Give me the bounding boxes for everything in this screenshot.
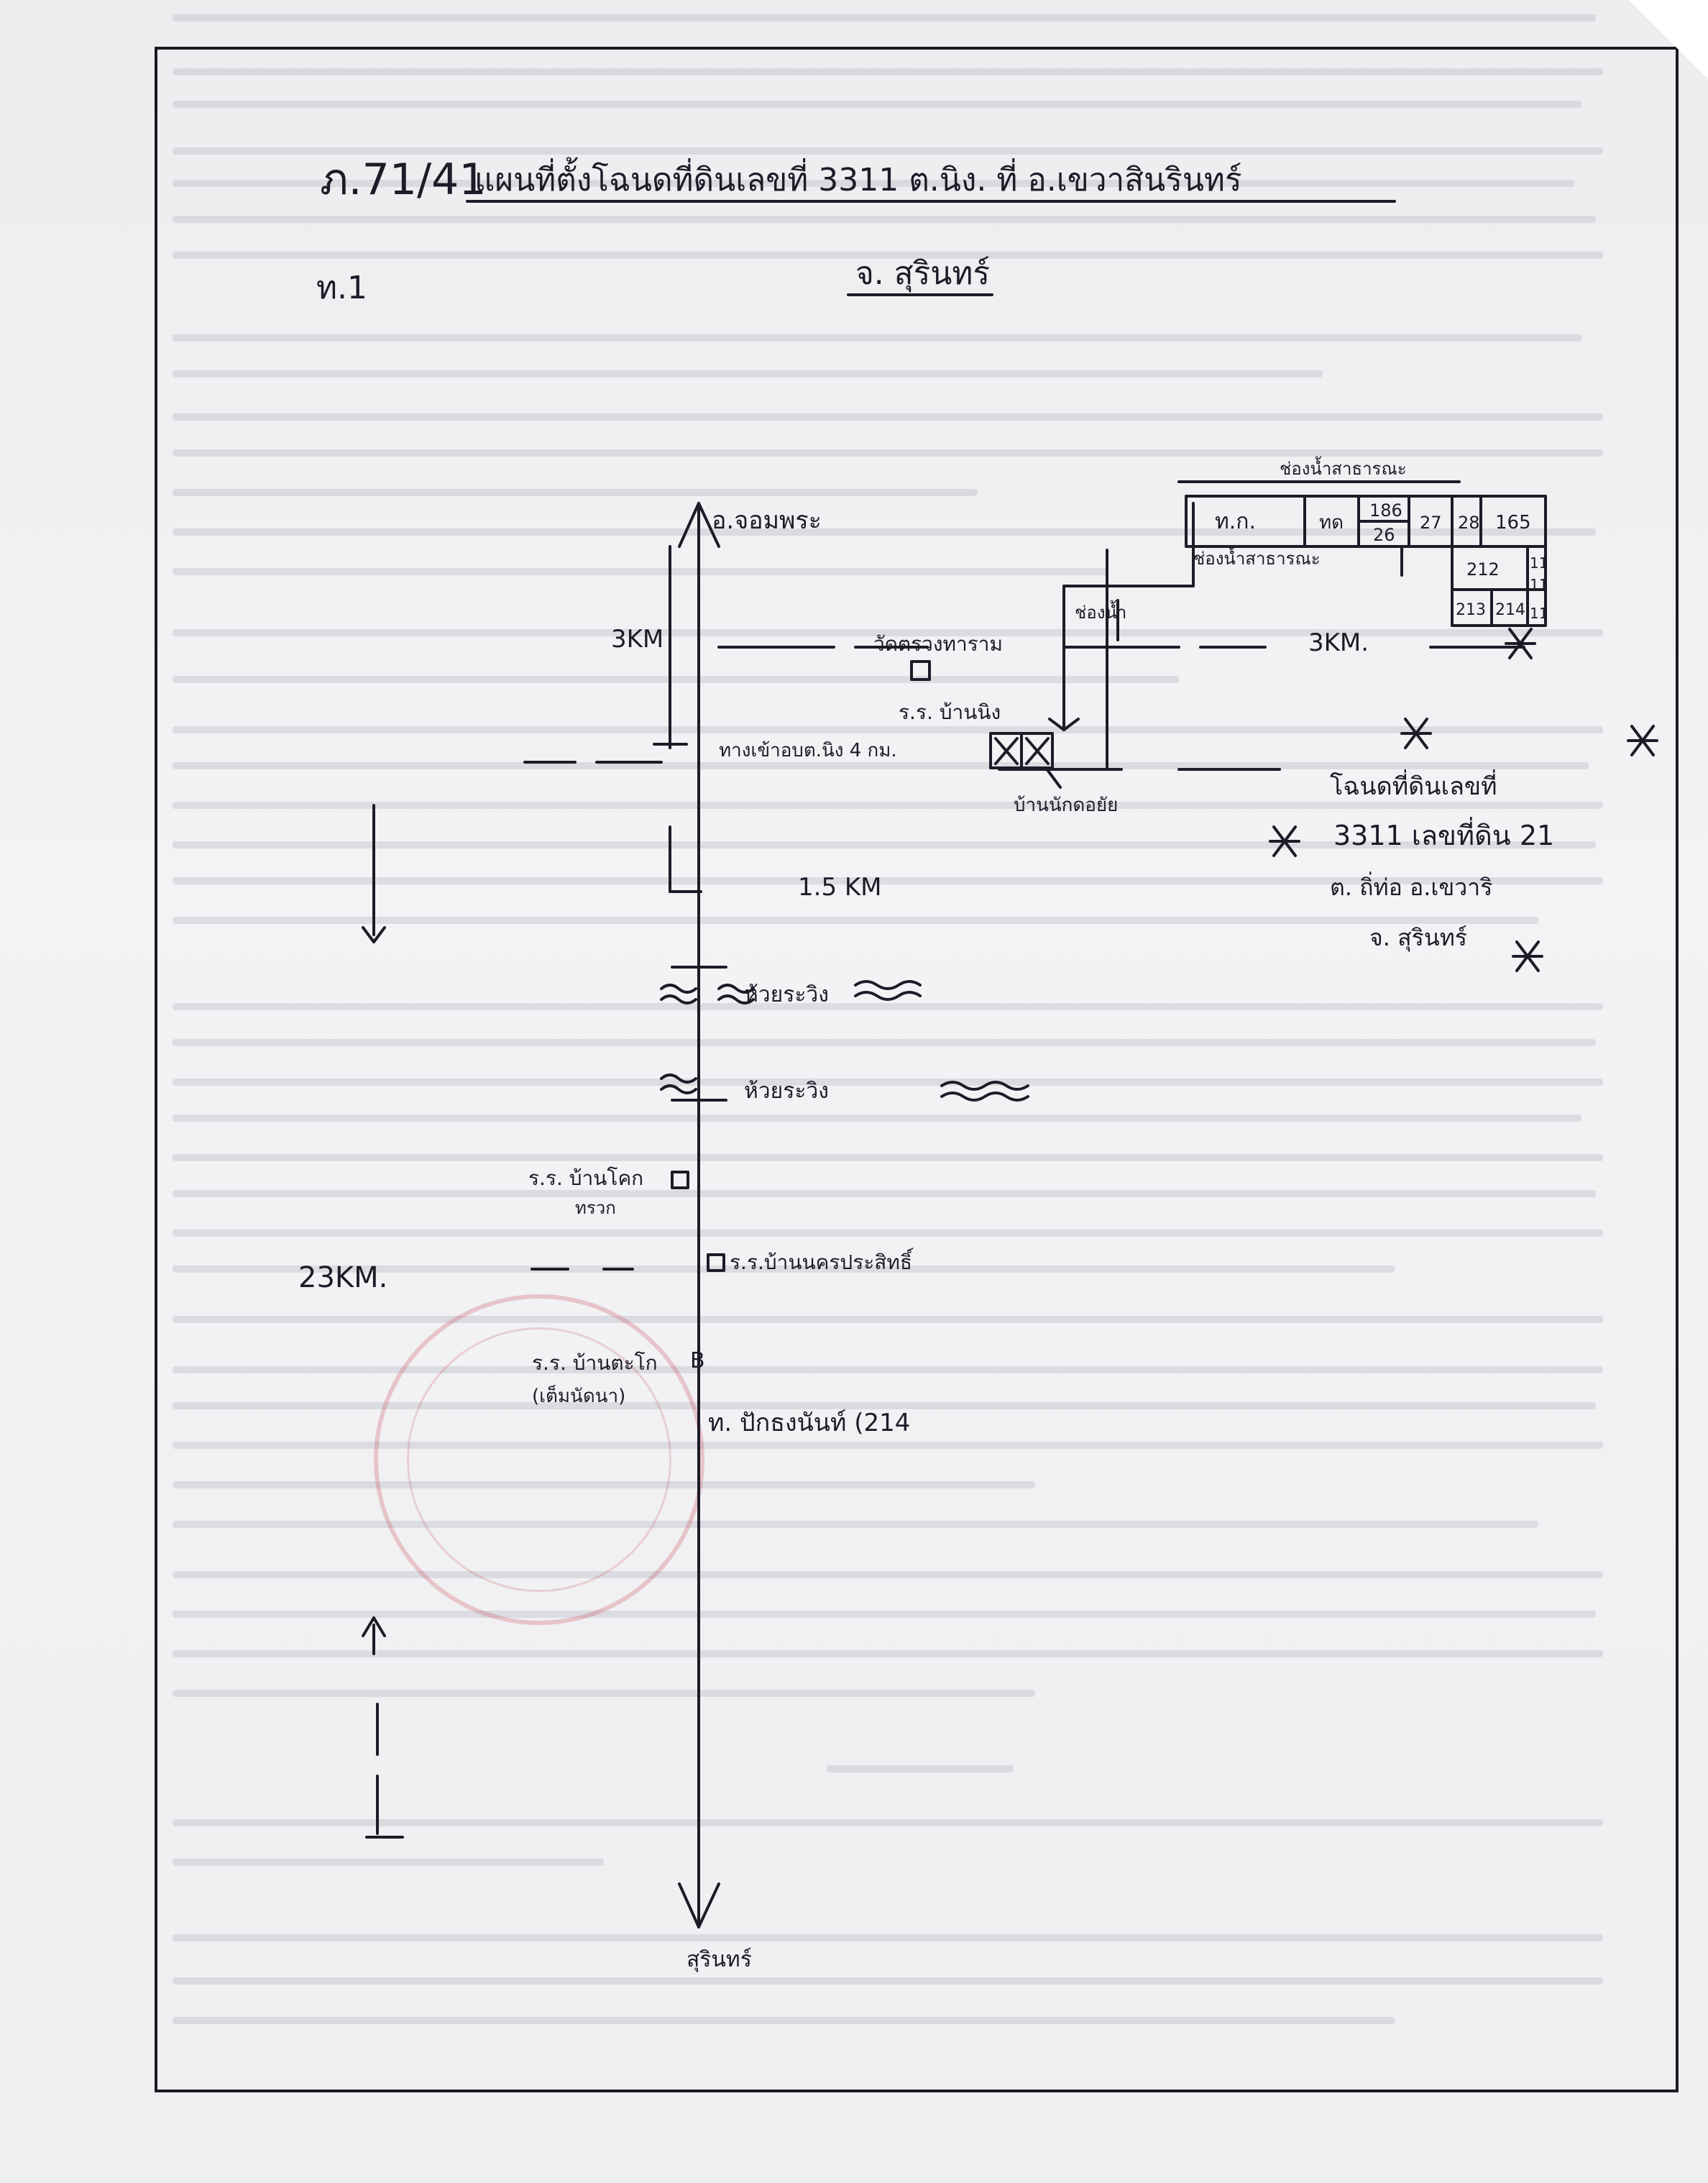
municipality-label: ท. ปักธงนันท์ (214: [708, 1409, 910, 1437]
plot-top-water-label: ช่องน้ำสาธารณะ: [1280, 456, 1407, 479]
plot-number-11-c: 11: [1530, 605, 1548, 622]
plot-number-td: ทด: [1319, 512, 1344, 534]
river-wave-2a: [660, 1074, 697, 1084]
parcel-star-5: [1627, 725, 1658, 756]
map-frame: [155, 47, 1679, 2092]
river-1-extension: [854, 980, 922, 990]
school-marker-prasat: [707, 1253, 725, 1272]
river-wave-2b: [660, 1084, 697, 1094]
river-label-1: ห้วยระวิง: [744, 982, 829, 1007]
river-1-extension-2: [854, 991, 922, 1001]
province-top-label: จ. สุรินทร์: [855, 255, 990, 293]
left-mark-label: ท.1: [316, 270, 367, 306]
river-wave-1a: [660, 984, 697, 994]
plot-number-186: 186: [1369, 500, 1402, 521]
distance-15km-label: 1.5 KM: [798, 873, 882, 902]
plot-grid: [1177, 480, 1547, 627]
plot-grid-top-row: [1185, 495, 1547, 548]
parcel-star-1: [1400, 718, 1432, 749]
north-arrow-left: [678, 502, 700, 548]
page-corner-fold: [1629, 0, 1708, 79]
distance-3km-left-label: 3KM: [611, 625, 664, 654]
school-bantan-label: ร.ร. บ้านตะโก: [532, 1351, 658, 1375]
temple-marker: [910, 660, 931, 681]
parcel-star-2: [1269, 825, 1300, 857]
temple-label: วัดตรวงทาราม: [873, 632, 1003, 656]
school-bantan-mark: B: [690, 1348, 705, 1373]
school-prasat-label: ร.ร.บ้านนครประสิทธิ์: [730, 1248, 914, 1274]
parcel-note-line-4: จ. สุรินทร์: [1369, 924, 1467, 952]
south-arrow-right: [697, 1882, 720, 1928]
left-side-arrow-top: [362, 926, 375, 943]
plot-number-27: 27: [1420, 513, 1442, 533]
school-marker-bankok: [671, 1171, 689, 1189]
stamp-inner-ring: [407, 1327, 671, 1592]
parcel-note-line-1: โฉนดที่ดินเลขที่: [1330, 769, 1497, 801]
distance-23km-label: 23KM.: [298, 1261, 387, 1294]
school-x-2b: [1025, 737, 1050, 765]
water-left-label: ช่องน้ำ: [1075, 600, 1126, 623]
school-bantan-sub-label: (เต็มนัดนา): [532, 1384, 625, 1407]
plot-number-214: 214: [1495, 601, 1525, 619]
school-bankok-sub-label: ทรวก: [575, 1198, 616, 1218]
left-side-arrow-top-2: [372, 926, 386, 943]
plot-number-213: 213: [1456, 601, 1486, 619]
map-title: แผนที่ตั้งโฉนดที่ดินเลขที่ 3311 ต.นิง. ท…: [474, 157, 1242, 198]
plot-number-26: 26: [1373, 525, 1395, 545]
access-road-arrow-left: [1048, 718, 1065, 731]
plot-number-11-b: 11: [1530, 576, 1548, 593]
river-2-extension-2: [940, 1092, 1029, 1102]
faded-official-stamp: [374, 1294, 704, 1625]
parcel-note-line-2: 3311 เลขที่ดิน 21: [1333, 817, 1554, 851]
river-wave-1b: [660, 994, 697, 1004]
access-road-arrow-right: [1062, 718, 1080, 731]
parcel-note-line-3: ต. ถิ่ท่อ อ.เขวาริ: [1330, 871, 1492, 901]
distance-3km-right-label: 3KM.: [1308, 628, 1369, 657]
junction-label: ทางเข้าอบต.นิง 4 กม.: [719, 740, 897, 761]
south-arrow-left: [678, 1882, 700, 1928]
school-x-1b: [994, 737, 1019, 765]
north-arrow-right: [697, 502, 720, 548]
plot-bottom-water-label: ช่องน้ำสาธารณะ: [1193, 546, 1321, 569]
plot-grid-213-214: [1451, 588, 1547, 627]
left-side-arrow-bottom: [362, 1616, 375, 1637]
river-label-2: ห้วยระวิง: [744, 1079, 829, 1104]
school-bankok-label: ร.ร. บ้านโคก: [528, 1166, 643, 1190]
plot-tk-label: ท.ก.: [1215, 509, 1256, 534]
house-pointer-line: [1044, 766, 1062, 789]
plot-number-11-a: 11: [1530, 554, 1548, 572]
parcel-star-4: [1512, 941, 1543, 972]
plot-number-212: 212: [1466, 559, 1500, 580]
plot-number-28: 28: [1458, 513, 1480, 533]
house-label: บ้านนักดอยัย: [1014, 795, 1118, 816]
south-destination-label: สุรินทร์: [687, 1947, 752, 1973]
school-banning-label: ร.ร. บ้านนิง: [899, 700, 1001, 724]
plot-number-165: 165: [1495, 512, 1531, 534]
river-2-extension: [940, 1081, 1029, 1091]
doc-code-label: ภ.71/41: [320, 155, 487, 205]
river-wave-1c: [717, 984, 755, 994]
north-destination-label: อ.จอมพระ: [712, 506, 822, 535]
river-wave-1d: [717, 994, 755, 1004]
parcel-star-3: [1505, 628, 1536, 659]
left-side-arrow-bottom-2: [372, 1616, 386, 1637]
